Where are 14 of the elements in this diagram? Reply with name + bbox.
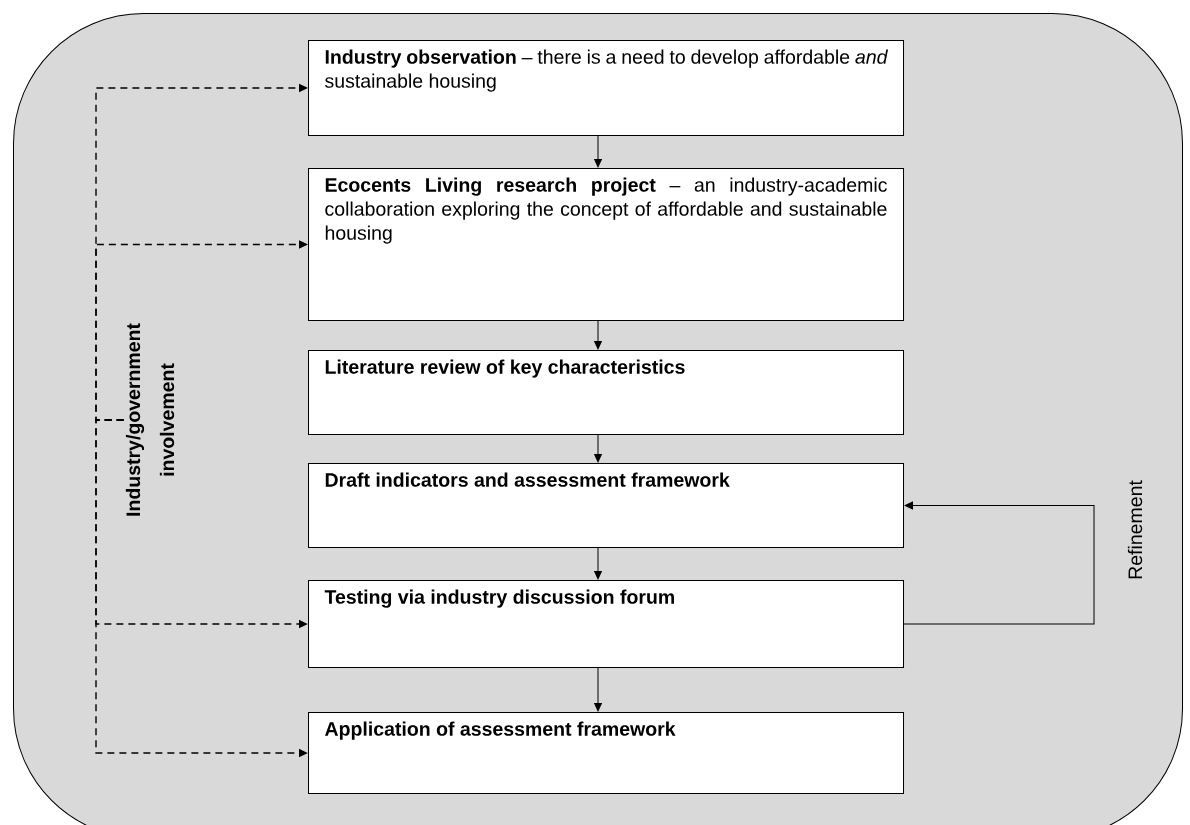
process-box: Ecocents Living research project – an industry-academic collaboration exploring the concept of affordable and sustainable housing [308, 168, 904, 321]
arrow [594, 135, 602, 168]
process-box: Testing via industry discussion forum [308, 580, 904, 668]
arrow [594, 320, 602, 350]
edge-label: Refinement [1127, 480, 1143, 579]
process-box: Literature review of key characteristics [308, 350, 904, 435]
feedback-arrow [903, 501, 1095, 625]
side-label: Industry/government involvement [125, 323, 175, 516]
arrow [594, 547, 602, 580]
process-box: Industry observation – there is a need to develop affordable and sustainable housing [308, 40, 904, 136]
process-box: Draft indicators and assessment framework [308, 463, 904, 548]
process-box: Application of assessment framework [308, 712, 904, 794]
arrow [594, 434, 602, 463]
arrow [594, 667, 602, 712]
